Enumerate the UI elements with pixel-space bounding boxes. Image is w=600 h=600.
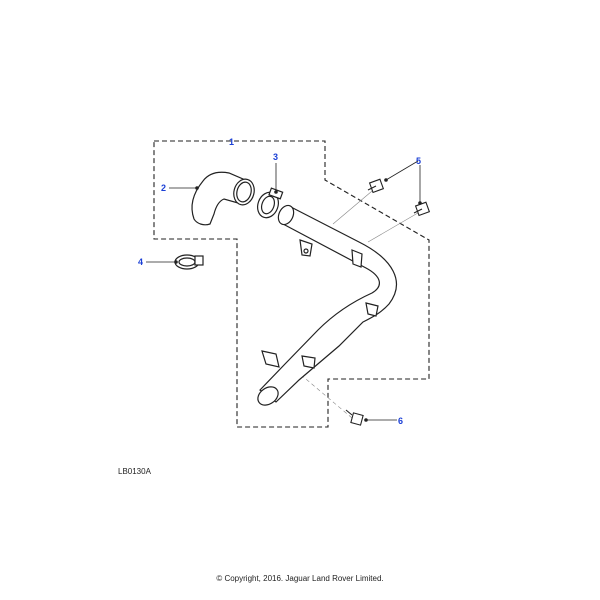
callout-3: 3 (273, 152, 278, 162)
coolant-pipe (257, 204, 398, 406)
hose-clamp-upper (257, 187, 284, 219)
bolt-lower (345, 409, 364, 426)
assembly-guide-lines (299, 185, 424, 419)
diagram-reference-code: LB0130A (118, 467, 152, 476)
bolt-upper-left (367, 178, 385, 194)
callout-2: 2 (161, 183, 166, 193)
callout-1: 1 (229, 137, 234, 147)
callout-4: 4 (138, 257, 143, 267)
bolt-upper-right (413, 201, 431, 217)
kit-boundary-outline (153, 140, 430, 428)
hose-clamp-lower (174, 254, 204, 270)
callout-5: 5 (416, 156, 421, 166)
copyright-notice: © Copyright, 2016. Jaguar Land Rover Lim… (216, 574, 384, 583)
callout-leaders (146, 160, 422, 422)
elbow-hose (191, 171, 255, 226)
callout-6: 6 (398, 416, 403, 426)
